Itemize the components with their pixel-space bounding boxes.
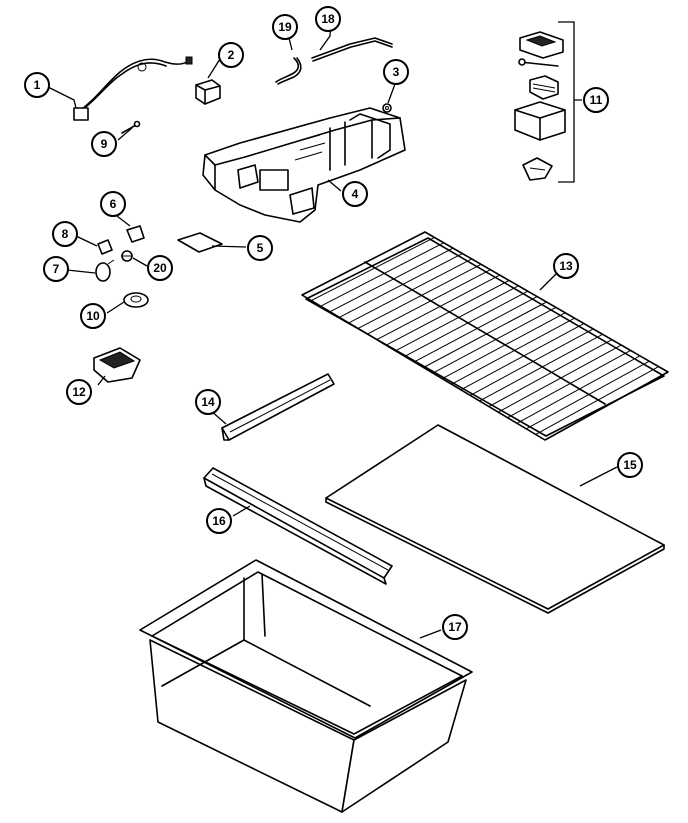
shelf-wire [385,280,510,346]
part-20-bulb-socket [121,250,133,262]
shelf-wire [311,236,435,302]
callout-13-label: 13 [559,259,573,273]
callout-10-label: 10 [86,309,100,323]
shelf-wire [469,328,594,396]
shelf-wire [339,253,463,318]
callout-10: 10 [80,303,106,329]
callout-19-label: 19 [278,20,292,34]
part-6-socket [126,225,145,243]
callout-15: 15 [617,452,643,478]
callout-7: 7 [43,256,69,282]
shelf-wire [423,301,547,368]
part-19-tube [275,57,302,85]
callout-8: 8 [52,221,78,247]
shelf-wire [498,344,622,413]
part-12-tray [93,347,141,383]
part-8-knob [97,239,113,255]
shelf-wire [413,296,538,363]
part-14-divider-strip [221,373,335,441]
callout-1: 1 [24,72,50,98]
part-17-crisper-pan [139,559,473,813]
callout-19: 19 [272,14,298,40]
callout-2-label: 2 [228,48,235,62]
callout-20-label: 20 [153,261,167,275]
callout-3-label: 3 [393,65,400,79]
shelf-wire [404,290,529,357]
part-11-bracket [558,21,582,183]
shelf-wire [376,274,501,341]
callout-12: 12 [66,379,92,405]
callout-17-label: 17 [448,620,462,634]
part-1-wire-harness [73,56,193,121]
callout-7-label: 7 [53,262,60,276]
callout-15-label: 15 [623,458,637,472]
part-2-connector [195,79,221,105]
shelf-wire [526,360,650,430]
part-11-clip-set [514,31,566,181]
part-4-control-housing [202,107,406,223]
part-18-tube [311,37,393,62]
callout-14-label: 14 [201,395,215,409]
callout-18: 18 [315,6,341,32]
leader-lines [47,19,618,639]
callout-16: 16 [206,508,232,534]
callout-2: 2 [218,42,244,68]
shelf-wire [460,323,585,391]
callout-4: 4 [342,181,368,207]
callout-16-label: 16 [212,514,226,528]
shelf-wire [395,285,519,352]
part-5-label [177,232,223,253]
callout-1-label: 1 [34,78,41,92]
shelf-wire [451,317,575,385]
shelf-wire [441,312,566,380]
callout-6-label: 6 [110,197,117,211]
callout-8-label: 8 [62,227,69,241]
callout-13: 13 [553,253,579,279]
callout-6: 6 [100,191,126,217]
part-13-wire-shelf [301,231,669,441]
callout-9: 9 [91,131,117,157]
shelf-wire [367,269,491,335]
shelf-wire [488,339,613,407]
part-9-screw [121,120,141,134]
shelf-wire [516,355,641,424]
callout-18-label: 18 [321,12,335,26]
part-3-nut [382,103,392,113]
shelf-wire [357,263,482,329]
callout-3: 3 [383,59,409,85]
shelf-wire [348,258,472,324]
shelf-wire [432,306,557,374]
part-16-trim-strip [203,467,393,585]
part-15-glass-panel [325,424,665,614]
shelf-wire [479,333,603,402]
part-10-disc [123,292,149,308]
callout-11-label: 11 [590,93,603,107]
shelf-wire [320,242,444,307]
shelf-wire [329,247,454,313]
callout-9-label: 9 [101,137,108,151]
callout-17: 17 [442,614,468,640]
callout-14: 14 [195,389,221,415]
callout-12-label: 12 [72,385,86,399]
callout-20: 20 [147,255,173,281]
shelf-wire [535,366,659,435]
shelf-wire [507,350,631,419]
callout-11: 11 [583,87,609,113]
callout-5-label: 5 [257,241,264,255]
part-7-light-bulb [95,259,115,282]
callout-5: 5 [247,235,273,261]
callout-4-label: 4 [352,187,359,201]
